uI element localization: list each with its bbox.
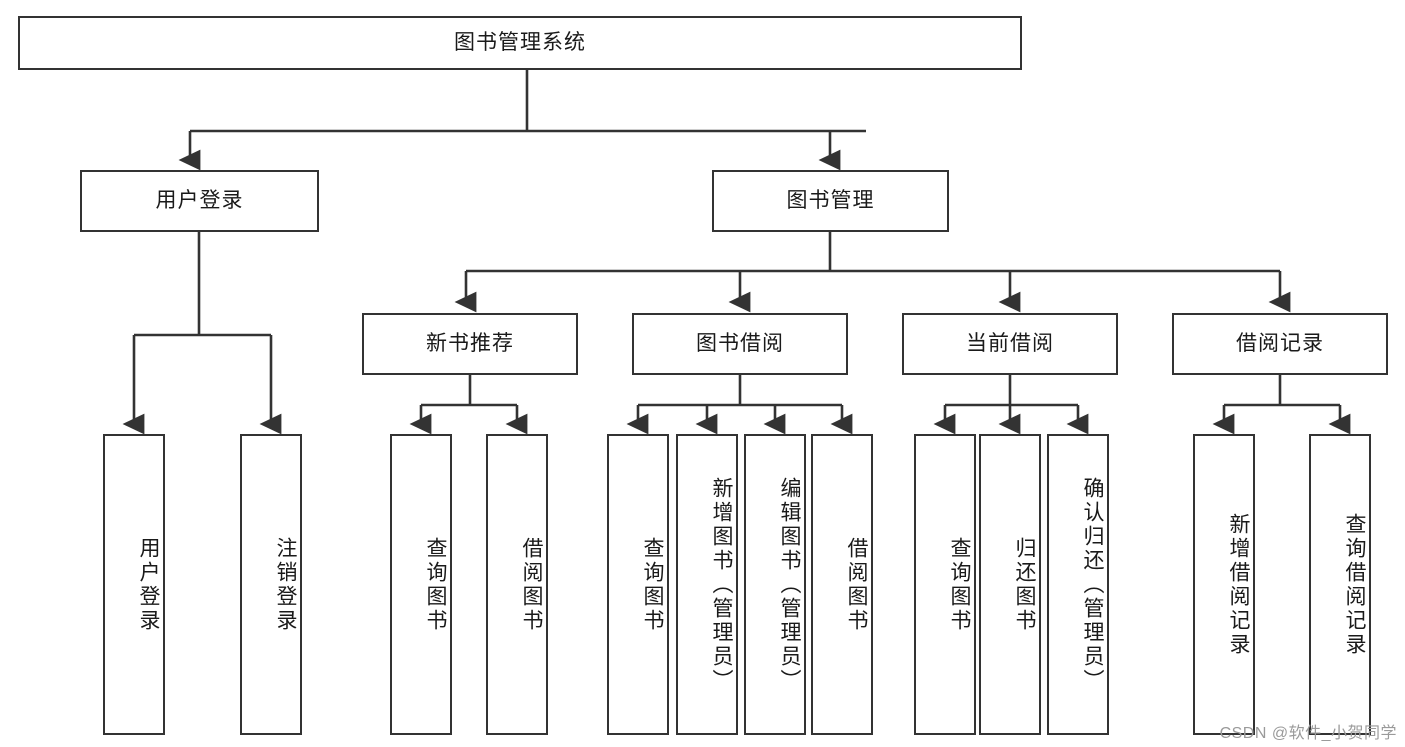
node-book-borrow-label: 图书借阅 — [696, 332, 784, 356]
node-leaf-confirm-return[interactable]: 确认归还（管理员） — [1047, 434, 1109, 735]
node-leaf-query-book-3-label: 查询图书 — [948, 536, 971, 633]
node-leaf-borrow-book-2-label: 借阅图书 — [845, 536, 868, 633]
node-leaf-add-record-label: 新增借阅记录 — [1227, 512, 1250, 657]
node-leaf-return-book-label: 归还图书 — [1013, 536, 1036, 633]
node-root-label: 图书管理系统 — [454, 31, 586, 55]
node-leaf-query-book-2-label: 查询图书 — [641, 536, 664, 633]
node-leaf-borrow-book-1[interactable]: 借阅图书 — [486, 434, 548, 735]
node-leaf-query-record-label: 查询借阅记录 — [1343, 512, 1366, 657]
node-leaf-add-book[interactable]: 新增图书（管理员） — [676, 434, 738, 735]
node-leaf-borrow-book-1-label: 借阅图书 — [520, 536, 543, 633]
watermark-text: CSDN @软件_小贺同学 — [1219, 725, 1397, 742]
node-leaf-query-book-3[interactable]: 查询图书 — [914, 434, 976, 735]
node-leaf-logout-login[interactable]: 注销登录 — [240, 434, 302, 735]
node-borrow-record-label: 借阅记录 — [1236, 332, 1324, 356]
node-borrow-record[interactable]: 借阅记录 — [1172, 313, 1388, 375]
node-leaf-edit-book-label: 编辑图书（管理员） — [778, 476, 801, 693]
node-new-book-recommend[interactable]: 新书推荐 — [362, 313, 578, 375]
node-leaf-query-book-2[interactable]: 查询图书 — [607, 434, 669, 735]
node-leaf-query-record[interactable]: 查询借阅记录 — [1309, 434, 1371, 735]
node-leaf-return-book[interactable]: 归还图书 — [979, 434, 1041, 735]
node-root[interactable]: 图书管理系统 — [18, 16, 1022, 70]
node-leaf-user-login[interactable]: 用户登录 — [103, 434, 165, 735]
node-leaf-query-book-1-label: 查询图书 — [424, 536, 447, 633]
node-user-login-label: 用户登录 — [155, 189, 244, 213]
node-leaf-confirm-return-label: 确认归还（管理员） — [1081, 476, 1104, 693]
node-leaf-query-book-1[interactable]: 查询图书 — [390, 434, 452, 735]
node-book-borrow[interactable]: 图书借阅 — [632, 313, 848, 375]
node-leaf-add-book-label: 新增图书（管理员） — [710, 476, 733, 693]
node-leaf-borrow-book-2[interactable]: 借阅图书 — [811, 434, 873, 735]
node-leaf-user-login-label: 用户登录 — [137, 536, 160, 633]
node-leaf-edit-book[interactable]: 编辑图书（管理员） — [744, 434, 806, 735]
node-current-borrow[interactable]: 当前借阅 — [902, 313, 1118, 375]
node-book-management-label: 图书管理 — [786, 189, 875, 213]
node-book-management[interactable]: 图书管理 — [712, 170, 949, 232]
node-leaf-logout-login-label: 注销登录 — [274, 536, 297, 633]
node-new-book-recommend-label: 新书推荐 — [426, 332, 514, 356]
node-leaf-add-record[interactable]: 新增借阅记录 — [1193, 434, 1255, 735]
node-current-borrow-label: 当前借阅 — [966, 332, 1054, 356]
node-user-login[interactable]: 用户登录 — [80, 170, 319, 232]
